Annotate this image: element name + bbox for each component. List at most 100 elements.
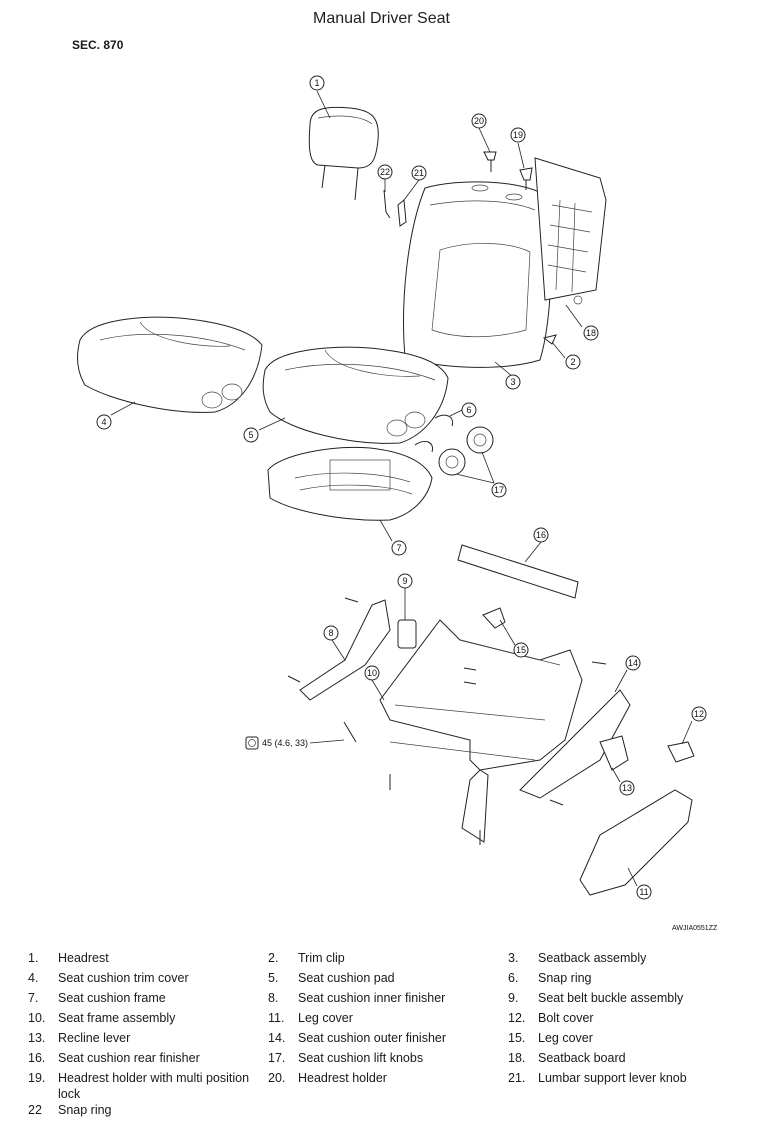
legend-item-label: Seat cushion pad	[298, 971, 395, 985]
legend-item-number: 9.	[508, 991, 519, 1005]
legend-item: 1. Headrest	[28, 950, 268, 970]
legend-item-label: Recline lever	[58, 1031, 131, 1045]
legend-item-number: 6.	[508, 971, 519, 985]
legend-item: 9.Seat belt buckle assembly	[508, 990, 748, 1010]
callout-12: 12	[691, 706, 707, 722]
seatback-board-part	[534, 157, 607, 305]
legend-item-number: 15.	[508, 1031, 526, 1045]
legend-item-number: 18.	[508, 1051, 526, 1065]
legend-item-number: 21.	[508, 1071, 526, 1085]
svg-text:9: 9	[402, 576, 407, 586]
legend-item-label: Trim clip	[298, 951, 345, 965]
legend-item: 11.Leg cover	[268, 1010, 508, 1030]
legend-item-label: Seatback assembly	[538, 951, 647, 965]
legend-item-label: Lumbar support lever knob	[538, 1071, 687, 1085]
svg-text:16: 16	[536, 530, 546, 540]
svg-text:7: 7	[396, 543, 401, 553]
svg-text:17: 17	[494, 485, 504, 495]
svg-text:15: 15	[516, 645, 526, 655]
seat-cushion-frame-part	[267, 446, 433, 521]
callout-2: 2	[565, 354, 581, 370]
svg-text:12: 12	[694, 709, 704, 719]
legend-item-number: 8.	[268, 991, 279, 1005]
image-id: AWJIA0551ZZ	[672, 925, 718, 932]
svg-text:13: 13	[622, 783, 632, 793]
callout-13: 13	[619, 780, 635, 796]
legend-item-label: Headrest holder with multi position lock	[58, 1071, 250, 1101]
callout-7: 7	[391, 540, 407, 556]
legend-item-number: 3.	[508, 951, 519, 965]
callout-17: 17	[491, 482, 507, 498]
seat-cushion-rear-finisher-part	[457, 544, 579, 599]
legend-item: 19. Headrest holder with multi position l…	[28, 1070, 268, 1102]
legend-item-number: 11.	[268, 1011, 285, 1025]
svg-text:10: 10	[367, 668, 377, 678]
legend-item: 6. Snap ring	[508, 970, 748, 990]
legend-item-label: Seat cushion rear finisher	[58, 1051, 200, 1065]
legend-item-number: 22	[28, 1103, 42, 1117]
callout-9: 9	[397, 573, 413, 589]
callout-19: 19	[510, 127, 526, 143]
callout-22: 22	[377, 164, 393, 180]
svg-text:5: 5	[248, 430, 253, 440]
seat-cushion-inner-finisher-part	[299, 599, 391, 701]
bolt-cover-part	[667, 741, 695, 763]
legend-item-number: 2.	[268, 951, 279, 965]
svg-text:22: 22	[380, 167, 390, 177]
callout-15: 15	[513, 642, 529, 658]
section-label: SEC. 870	[72, 38, 124, 52]
legend-item-number: 17.	[268, 1051, 286, 1065]
legend-item-label: Snap ring	[538, 971, 592, 985]
callout-6: 6	[461, 402, 477, 418]
page-title: Manual Driver Seat	[313, 10, 450, 27]
callout-18: 18	[583, 325, 599, 341]
legend-item: 15. Leg cover	[508, 1030, 748, 1050]
headrest-part	[308, 106, 379, 201]
svg-text:19: 19	[513, 130, 523, 140]
leader-lines	[110, 90, 693, 887]
seat-frame-assembly-part	[379, 619, 583, 843]
legend-item: 10.Seat frame assembly	[28, 1010, 268, 1030]
legend-item: 12.Bolt cover	[508, 1010, 748, 1030]
legend-item-number: 5.	[268, 971, 279, 985]
legend-item-number: 10.	[28, 1011, 46, 1025]
legend-item-label: Bolt cover	[538, 1011, 594, 1025]
svg-text:3: 3	[510, 377, 515, 387]
seat-cushion-outer-finisher-part	[519, 689, 631, 799]
svg-text:2: 2	[570, 357, 575, 367]
legend-item-label: Headrest	[58, 951, 109, 965]
legend-item: 21. Lumbar support lever knob	[508, 1070, 748, 1102]
legend-row: 1. Headrest 2. Trim clip 3. Seatback assembly	[28, 950, 748, 970]
legend-item-number: 13.	[28, 1031, 46, 1045]
legend-item-number: 16.	[28, 1051, 46, 1065]
legend-item-number: 19.	[28, 1071, 46, 1085]
svg-text:4: 4	[101, 417, 106, 427]
callout-5: 5	[243, 427, 259, 443]
legend-item: 16. Seat cushion rear finisher	[28, 1050, 268, 1070]
svg-text:6: 6	[466, 405, 471, 415]
leg-cover-11-part	[579, 789, 693, 896]
seatback-part	[403, 181, 552, 368]
legend-item-label: Seatback board	[538, 1051, 626, 1065]
svg-text:21: 21	[414, 168, 424, 178]
legend-item-number: 7.	[28, 991, 39, 1005]
callout-4: 4	[96, 414, 112, 430]
svg-text:18: 18	[586, 328, 596, 338]
legend-item-label: Seat cushion outer finisher	[298, 1031, 447, 1045]
torque-spec: 45 (4.6, 33)	[245, 736, 308, 750]
legend-item-label: Leg cover	[538, 1031, 593, 1045]
headrest-holders	[383, 151, 533, 227]
callout-3: 3	[505, 374, 521, 390]
legend-item-label: Seat cushion frame	[58, 991, 166, 1005]
legend-item: 18. Seatback board	[508, 1050, 748, 1070]
svg-text:14: 14	[628, 658, 638, 668]
legend-item-label: Snap ring	[58, 1103, 112, 1117]
legend-item-number: 1.	[28, 951, 39, 965]
legend-item: 7. Seat cushion frame	[28, 990, 268, 1010]
legend-item-number: 14.	[268, 1031, 286, 1045]
legend-item: 3. Seatback assembly	[508, 950, 748, 970]
callout-21: 21	[411, 165, 427, 181]
